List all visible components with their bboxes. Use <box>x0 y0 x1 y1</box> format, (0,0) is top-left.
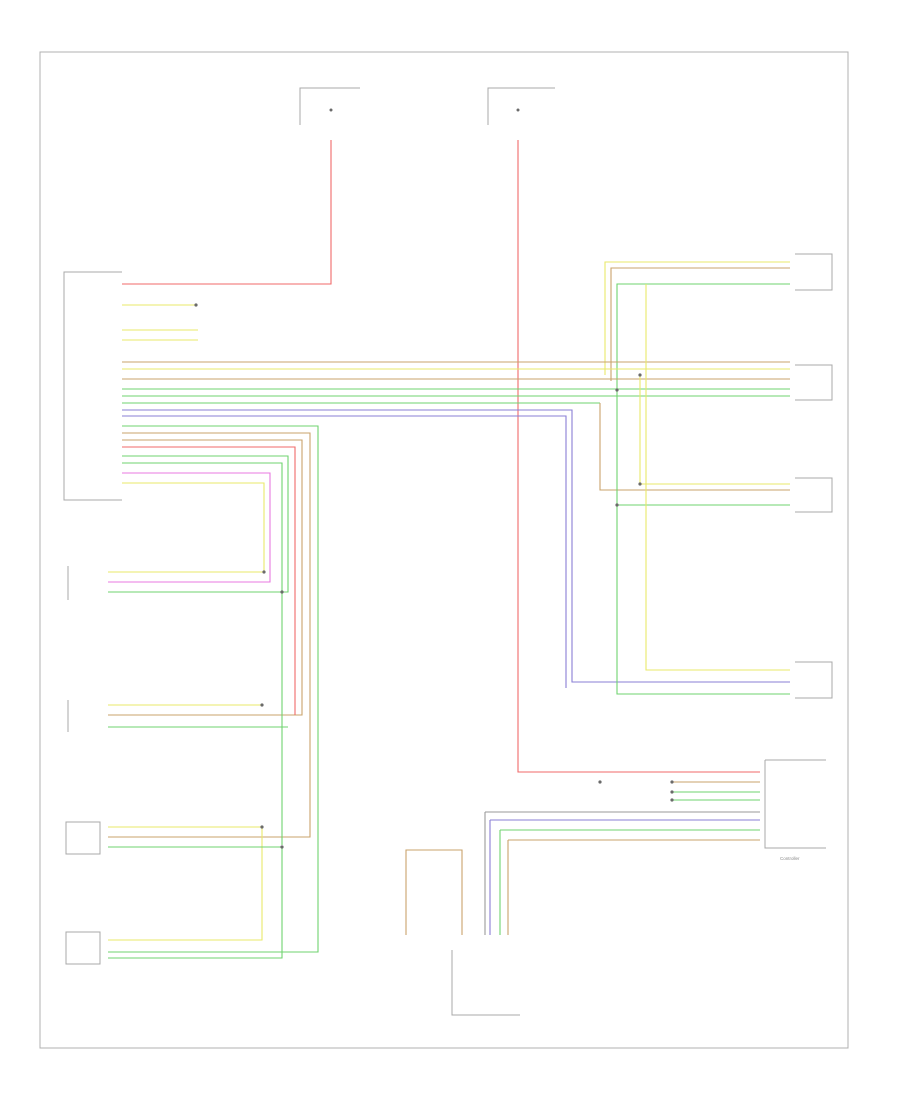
wire-yellow-rr1 <box>108 826 263 941</box>
wire-green-rear-3 <box>122 462 283 845</box>
right-rear-sensor-1-box <box>65 821 101 855</box>
wire-yellow-rear <box>108 482 265 573</box>
splice-dot <box>615 388 619 392</box>
wire-tan-rear-bus <box>108 432 311 838</box>
fuse-top-right-bracket <box>487 87 555 125</box>
wire-green-hl <box>616 505 790 695</box>
lamp-control-module-bracket <box>63 271 122 501</box>
wire-red-feed <box>122 140 332 285</box>
fuse-symbol <box>329 108 333 112</box>
splice-dot <box>262 570 266 574</box>
bottom-center-module-bracket <box>451 950 520 1016</box>
right-front-headlamp-sensor-box <box>795 661 833 699</box>
wire-tan-loop <box>405 849 463 935</box>
splice-dot <box>194 303 198 307</box>
left-front-sensor-1-box <box>795 364 833 401</box>
splice-dot <box>280 845 284 849</box>
wire-green-rear-2 <box>108 455 289 593</box>
wires <box>108 140 790 959</box>
wire-violet-bus-b <box>122 415 567 688</box>
controller-box <box>764 759 826 849</box>
splice-dot <box>670 798 674 802</box>
splice-dot <box>670 780 674 784</box>
fuse-top-left-bracket <box>299 87 360 125</box>
left-front-sensor-2-box <box>795 477 833 513</box>
wire-red-rear <box>122 446 296 715</box>
page-frame <box>39 51 849 1049</box>
wire-yellow-hl <box>645 284 790 671</box>
wire-violet-bus <box>122 409 790 683</box>
wire-yellow-rf <box>604 261 790 375</box>
splice-dot <box>670 790 674 794</box>
wire-green-lf2 <box>616 390 790 506</box>
splice-dot <box>615 503 619 507</box>
splice-dot <box>638 482 642 486</box>
wire-green-rr1 <box>108 846 283 959</box>
splice-dot <box>260 825 264 829</box>
controller-label: Controller <box>780 856 800 861</box>
wire-red-controller <box>517 140 760 773</box>
splice-dot <box>638 373 642 377</box>
fuse-symbol <box>516 108 520 112</box>
wire-tan-lf2 <box>599 403 790 491</box>
wire-green-rf <box>616 283 790 390</box>
wire-tan-rear-bus-2 <box>108 439 303 716</box>
splice-dot <box>598 780 602 784</box>
splice-dot <box>260 703 264 707</box>
wire-green-rear-bus <box>108 425 319 953</box>
junction-dots <box>194 303 674 849</box>
wire-pink-rear <box>108 472 271 583</box>
wire-yellow-lf2 <box>639 375 790 485</box>
components: Controller <box>63 87 833 1016</box>
right-front-sensor-box <box>795 253 833 291</box>
splice-dot <box>280 590 284 594</box>
wire-tan-rf <box>610 267 790 381</box>
right-rear-sensor-2-box <box>65 931 101 965</box>
